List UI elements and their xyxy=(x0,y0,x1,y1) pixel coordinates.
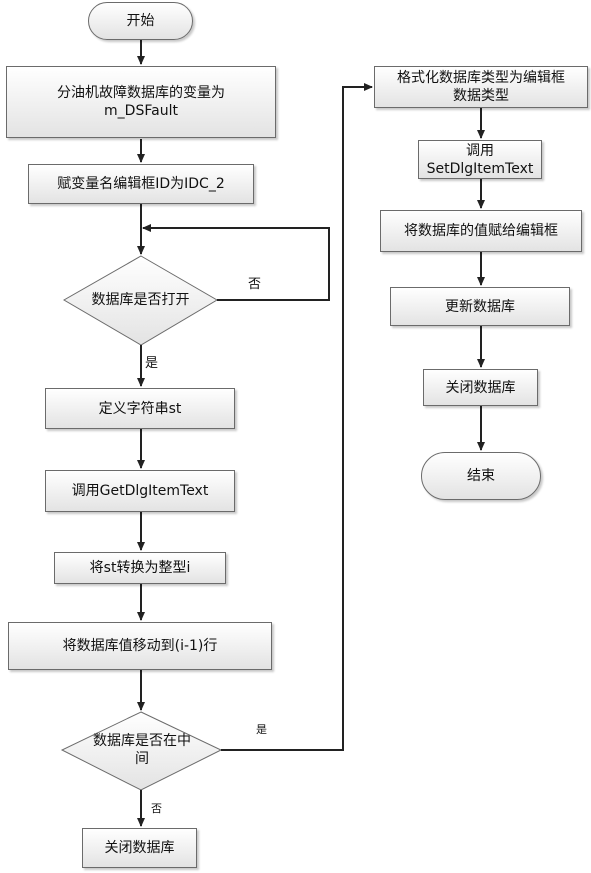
process-format-type: 格式化数据库类型为编辑框 数据类型 xyxy=(374,66,588,108)
end-terminal: 结束 xyxy=(421,452,541,500)
process-update-db: 更新数据库 xyxy=(390,287,570,326)
label-yes-open: 是 xyxy=(145,356,159,371)
label-no-middle: 否 xyxy=(151,802,162,815)
process-define-str: 定义字符串st xyxy=(45,388,235,429)
process-call-set: 调用 SetDlgItemText xyxy=(418,140,542,179)
start-terminal: 开始 xyxy=(88,2,193,40)
process-assign-value: 将数据库的值赋给编辑框 xyxy=(380,210,582,252)
process-close-db-right: 关闭数据库 xyxy=(423,369,538,406)
decision-db-open: 数据库是否打开 xyxy=(91,292,190,308)
decision-db-middle: 数据库是否在中 间 xyxy=(93,733,191,767)
process-close-db-left: 关闭数据库 xyxy=(82,828,197,868)
process-convert-int: 将st转换为整型i xyxy=(54,552,226,584)
label-yes-middle: 是 xyxy=(256,723,267,736)
process-assign-id: 赋变量名编辑框ID为IDC_2 xyxy=(28,164,254,204)
process-var-name: 分油机故障数据库的变量为 m_DSFault xyxy=(6,66,276,138)
edge-loop-no xyxy=(142,224,330,301)
label-no-loop: 否 xyxy=(248,277,262,292)
edge-middle-yes xyxy=(221,83,373,751)
process-move-row: 将数据库值移动到(i-1)行 xyxy=(8,622,272,670)
process-call-get: 调用GetDlgItemText xyxy=(45,470,235,512)
